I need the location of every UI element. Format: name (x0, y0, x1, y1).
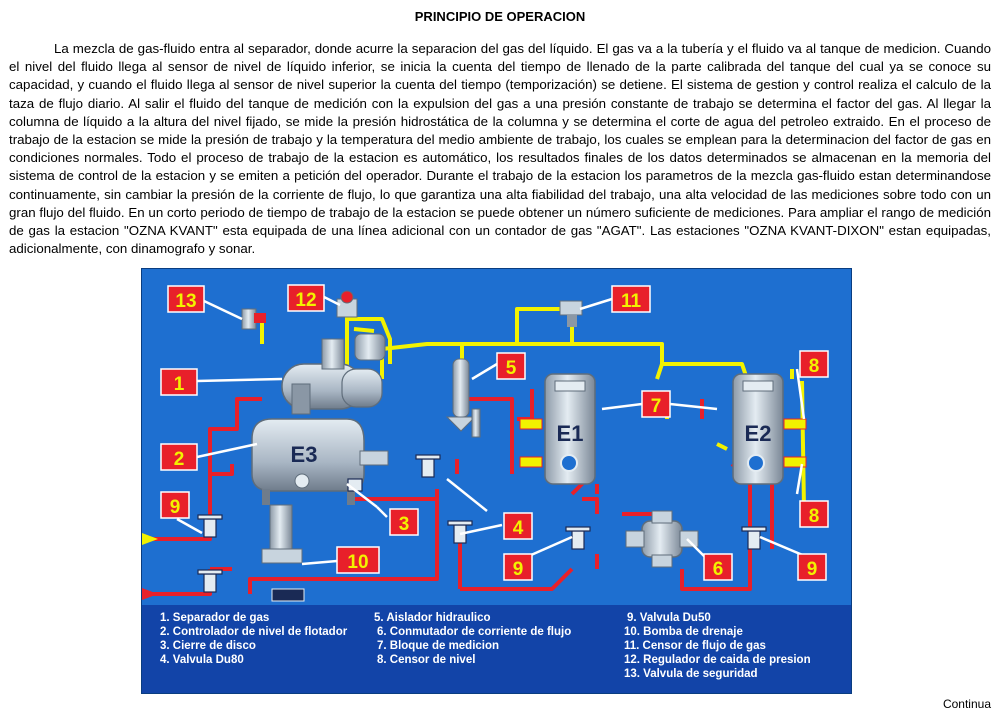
page-title: PRINCIPIO DE OPERACION (414, 9, 586, 24)
gas-flow-sensor (559, 300, 583, 316)
callout-box-9-center (503, 553, 533, 581)
callout-box-7 (641, 390, 671, 418)
legend-item-8: 8. Censor de nivel (377, 654, 475, 666)
callout-box-8-upper (799, 350, 829, 378)
callout-box-3 (389, 508, 419, 536)
hydraulic-isolator (452, 358, 470, 418)
callout-5: 5 (506, 358, 517, 379)
callouts: 13 12 11 1 2 5 7 8 8 9 3 4 10 9 6 9 (160, 284, 829, 581)
vessel-label-e2: E2 (745, 421, 772, 446)
callout-box-9-right (797, 553, 827, 581)
legend-item-5: 5. Aislador hidraulico (374, 612, 491, 624)
callout-box-10 (336, 546, 380, 574)
callout-8-lower: 8 (809, 506, 820, 527)
callout-box-8-lower (799, 500, 829, 528)
callout-3: 3 (399, 514, 410, 535)
callout-box-1 (160, 368, 198, 396)
callout-7: 7 (651, 396, 662, 417)
legend-item-2: 2. Controlador de nivel de flotador (160, 626, 348, 638)
continue-link[interactable]: Continua (942, 697, 991, 711)
legend-item-11: 11. Censor de flujo de gas (624, 640, 766, 652)
vessel-label-e3: E3 (291, 442, 318, 467)
callout-box-13 (167, 285, 205, 313)
flow-switch (641, 520, 683, 558)
callout-box-12 (287, 284, 325, 312)
callout-9-center: 9 (513, 559, 524, 580)
legend-item-3: 3. Cierre de disco (160, 640, 256, 652)
legend-item-13: 13. Valvula de seguridad (624, 668, 758, 680)
vessel-label-e1: E1 (557, 421, 584, 446)
inflow-arrows (142, 533, 158, 600)
vessel-labels: E3 E1 E2 (291, 421, 772, 467)
description-paragraph: La mezcla de gas-fluido entra al separad… (9, 41, 991, 257)
callout-9-left: 9 (170, 497, 181, 518)
measuring-tank-e1 (544, 373, 596, 485)
legend-item-10: 10. Bomba de drenaje (624, 626, 743, 638)
callout-1: 1 (174, 374, 185, 395)
separator-vessel (251, 418, 365, 492)
callout-6: 6 (713, 559, 724, 580)
legend-item-1: 1. Separador de gas (160, 612, 269, 624)
safety-valve (241, 308, 257, 330)
callout-2: 2 (174, 449, 185, 470)
legend-item-9: 9. Valvula Du50 (627, 612, 711, 624)
callout-13: 13 (175, 291, 196, 312)
callout-8-upper: 8 (809, 356, 820, 377)
callout-box-5 (496, 352, 526, 380)
legend-item-4: 4. Valvula Du80 (160, 654, 244, 666)
equipment (197, 290, 807, 602)
callout-10: 10 (347, 552, 368, 573)
operation-diagram: E3 E1 E2 13 12 11 (141, 268, 852, 694)
callout-box-11 (611, 285, 651, 313)
callout-12: 12 (295, 290, 316, 311)
callout-box-6 (703, 553, 733, 581)
legend-item-12: 12. Regulador de caida de presion (624, 654, 811, 666)
legend-item-6: 6. Conmutador de corriente de flujo (377, 626, 571, 638)
callout-box-9-left (160, 491, 190, 519)
callout-9-right: 9 (807, 559, 818, 580)
legend-panel: 1. Separador de gas 2. Controlador de ni… (142, 605, 851, 693)
callout-box-2 (160, 443, 198, 471)
callout-4: 4 (513, 518, 524, 539)
callout-box-4 (503, 512, 533, 540)
drain-pump (269, 504, 293, 551)
callout-11: 11 (621, 291, 642, 312)
measuring-tank-e2 (732, 373, 784, 485)
valves (197, 454, 767, 593)
legend-item-7: 7. Bloque de medicion (377, 640, 499, 652)
